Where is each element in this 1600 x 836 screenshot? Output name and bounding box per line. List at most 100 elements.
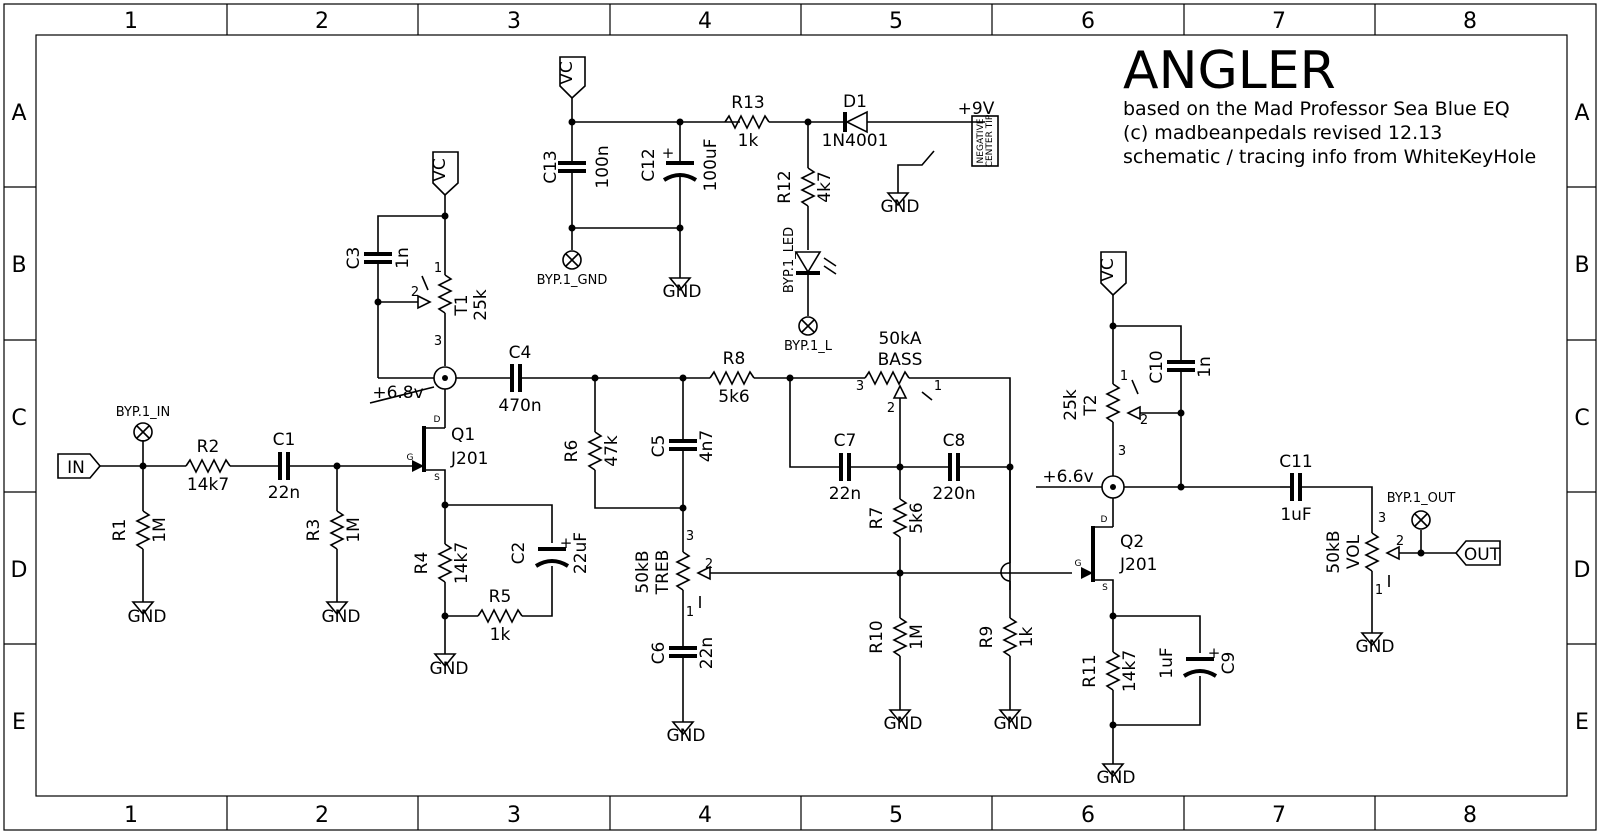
gnd-label: GND: [994, 714, 1033, 734]
treb-pin-label: 2: [705, 557, 713, 572]
treb-pin-label: 1: [686, 605, 694, 620]
jack-ground-lead: [897, 150, 935, 185]
r1-value: 1M: [150, 517, 170, 542]
svg-text:+: +: [1208, 644, 1221, 662]
vc-label: VC: [1098, 258, 1118, 282]
r9-value: 1k: [1017, 627, 1037, 648]
resistor-r10: [892, 617, 908, 657]
row-label: A: [1574, 101, 1589, 126]
col-label: 4: [698, 803, 712, 828]
col-label: 1: [124, 9, 138, 34]
row-label: D: [11, 558, 28, 583]
output-label: OUT: [1464, 545, 1501, 565]
treb-ref: TREB: [653, 550, 673, 596]
junction: [679, 504, 687, 512]
diode-d1: [845, 110, 868, 134]
resistor-r9: [1002, 617, 1018, 657]
resistor-r3: [329, 510, 345, 550]
byp-gnd-label: BYP.1_GND: [537, 273, 608, 288]
t1-pin-label: 3: [434, 334, 442, 349]
q1-ref: Q1: [451, 425, 475, 445]
t1-value: 25k: [471, 289, 491, 321]
c13-ref: C13: [541, 150, 561, 184]
row-label: C: [1574, 406, 1589, 431]
c3-ref: C3: [344, 247, 364, 270]
pot-treble: [675, 551, 691, 591]
trimmer-t1: [437, 274, 453, 314]
resistor-r2: [185, 458, 231, 474]
col-label: 2: [315, 9, 329, 34]
c12-ref: C12: [639, 148, 659, 182]
column-labels-top: 1 2 3 4 5 6 7 8: [124, 9, 1477, 34]
byp-led-label: BYP.1_LED: [782, 227, 797, 293]
row-label: B: [11, 253, 26, 278]
col-label: 3: [507, 803, 521, 828]
c1-value: 22n: [268, 483, 300, 503]
output-flag: [1454, 540, 1501, 566]
dc-jack: [971, 115, 999, 167]
power-section: VC R13 1k D1 1N4001 +9V NEGATIVE CENTER …: [537, 56, 999, 354]
col-label: 6: [1081, 803, 1095, 828]
r3-value: 1M: [344, 517, 364, 542]
vol-ref: VOL: [1344, 534, 1364, 569]
drawing-frame: 1 2 3 4 5 6 7 8 1 2 3 4 5 6 7 8 A B C D …: [3, 3, 1597, 831]
r8-value: 5k6: [718, 387, 749, 407]
r11-ref: R11: [1080, 654, 1100, 687]
c2-ref: C2: [509, 542, 529, 565]
r12-value: 4k7: [815, 171, 835, 202]
plus-9v-label: +9V: [958, 99, 995, 119]
r10-value: 1M: [907, 624, 927, 649]
gnd-label: GND: [430, 659, 469, 679]
c8-value: 220n: [932, 484, 975, 504]
resistor-r5: [477, 608, 523, 624]
c6-ref: C6: [649, 642, 669, 665]
col-label: 7: [1272, 803, 1286, 828]
col-label: 1: [124, 803, 138, 828]
q1-stage: VC C3 1n 1 2 3 T1 25k +6.8v D G: [344, 151, 591, 679]
c11-ref: C11: [1279, 452, 1313, 472]
column-dividers: [226, 4, 1376, 830]
gnd-label: GND: [667, 726, 706, 746]
t2-value: 25k: [1061, 389, 1081, 421]
resistor-r1: [135, 510, 151, 550]
c10-value: 1n: [1195, 356, 1215, 378]
input-flag: [57, 453, 102, 479]
r6-ref: R6: [562, 440, 582, 463]
title-block: ANGLER based on the Mad Professor Sea Bl…: [1123, 41, 1536, 168]
q2-pin-s: S: [1102, 583, 1108, 593]
resistor-r8: [709, 370, 755, 386]
resistor-r6: [587, 431, 603, 471]
row-label: C: [11, 406, 26, 431]
row-label: B: [1574, 253, 1589, 278]
col-label: 5: [889, 803, 903, 828]
junction: [676, 224, 684, 232]
jack-note-2: CENTER TIP: [985, 114, 995, 167]
r4-ref: R4: [412, 552, 432, 575]
q2-drain-voltage: +6.6v: [1042, 467, 1093, 487]
vc-flag: [559, 56, 586, 100]
vc-label: VC: [557, 61, 577, 85]
bass-pin-label: 2: [887, 401, 895, 416]
bass-pin-label: 3: [856, 379, 864, 394]
q2-pin-d: D: [1101, 515, 1108, 525]
treb-pin-label: 3: [686, 529, 694, 544]
q1-pin-s: S: [434, 473, 440, 483]
row-dividers: [4, 186, 1596, 645]
wire-crossover: [1000, 562, 1011, 582]
r10-ref: R10: [867, 620, 887, 653]
row-label: D: [1574, 558, 1591, 583]
row-labels-left: A B C D E: [11, 101, 28, 735]
resistor-r7: [892, 498, 908, 538]
d1-value: 1N4001: [822, 131, 889, 151]
r2-value: 14k7: [187, 475, 229, 495]
gnd-label: GND: [128, 607, 167, 627]
resistor-r11: [1105, 651, 1121, 691]
r11-value: 14k7: [1120, 650, 1140, 692]
r6-value: 47k: [602, 435, 622, 467]
col-label: 4: [698, 9, 712, 34]
gnd-label: GND: [1097, 768, 1136, 788]
gnd-label: GND: [322, 607, 361, 627]
c5-value: 4n7: [697, 430, 717, 462]
q2-pin-g: G: [1075, 559, 1082, 569]
c4-value: 470n: [498, 396, 541, 416]
